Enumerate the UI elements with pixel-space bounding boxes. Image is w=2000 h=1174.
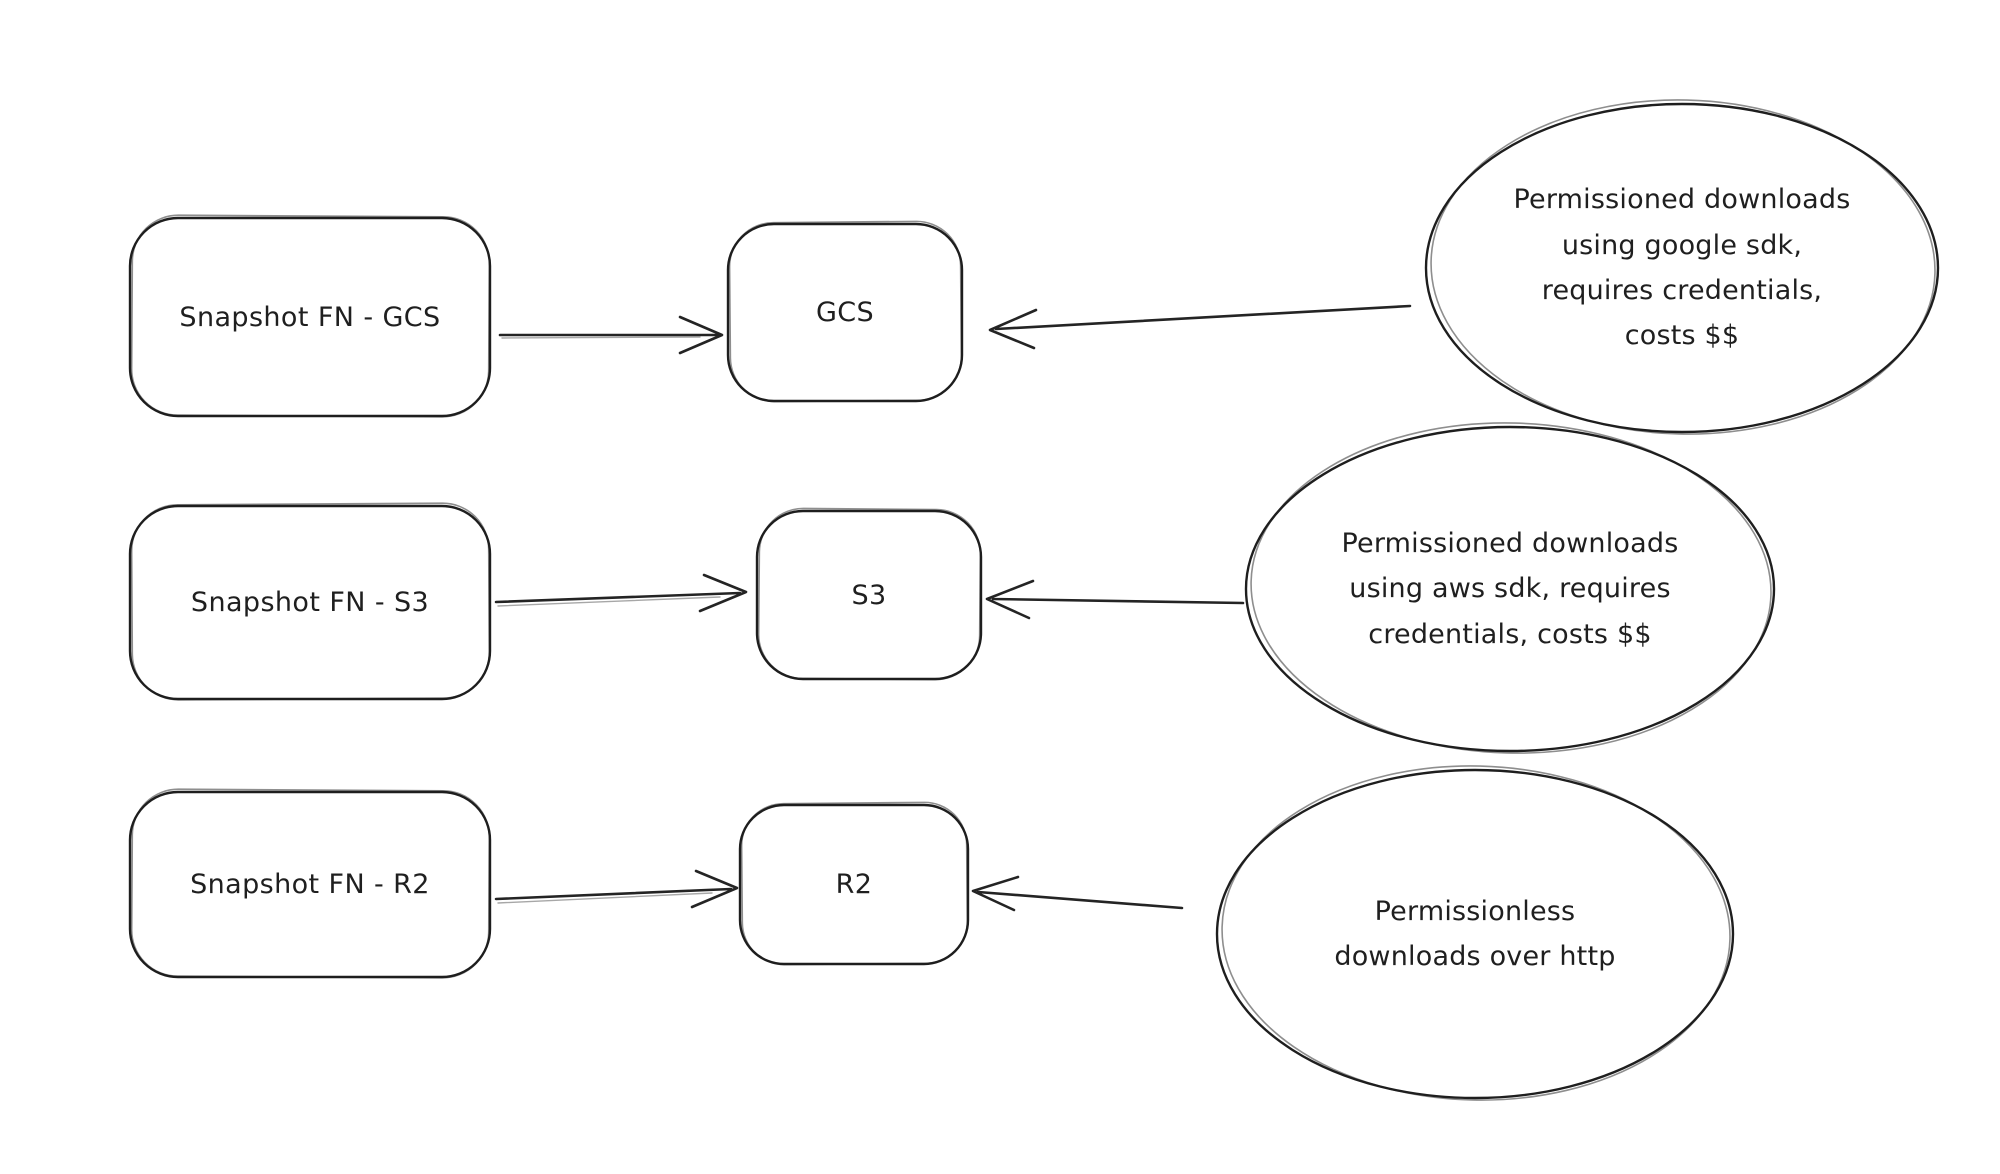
bucket-box-s3-outline-sketch	[757, 507, 982, 681]
source-box-gcs-outline-sketch	[130, 214, 491, 418]
bucket-box-r2-outline-sketch	[740, 801, 969, 966]
arrow-snapshot-r2-to-r2-path	[494, 869, 739, 909]
arrow-snapshot-gcs-to-gcs-sketch	[501, 336, 701, 339]
note-ellipse-r2-shape	[1215, 765, 1735, 1101]
note-s3-text: Permissioned downloads using aws sdk, re…	[1270, 465, 1750, 713]
note-ellipse-s3-outline-sketch	[1250, 422, 1772, 754]
source-box-s3-label: Snapshot FN - S3	[190, 587, 430, 618]
note-r2-text: Permissionless downloads over http	[1235, 810, 1715, 1058]
source-box-r2-shape	[128, 788, 492, 979]
note-ellipse-r2-outline-sketch	[1221, 765, 1731, 1101]
bucket-box-gcs-shape	[726, 220, 964, 403]
note-gcs-line-1: Permissioned downloads	[1513, 184, 1851, 216]
note-s3-line-3: credentials, costs $$	[1368, 618, 1652, 650]
source-box-s3-shape	[128, 502, 492, 701]
arrow-snapshot-r2-to-r2-sketch	[497, 892, 713, 904]
bucket-box-r2-shape	[738, 801, 970, 966]
arrow-note-r2-to-r2-path	[971, 875, 1184, 912]
note-ellipse-r2-outline	[1215, 768, 1735, 1100]
note-r2-line-1: Permissionless	[1374, 895, 1576, 927]
arrow-note-gcs-to-gcs-path	[988, 304, 1412, 350]
note-gcs-line-3: requires credentials,	[1541, 275, 1823, 306]
arrow-snapshot-gcs-to-gcs	[498, 315, 724, 355]
arrow-note-s3-to-s3	[985, 579, 1245, 620]
arrow-snapshot-r2-to-r2	[494, 869, 739, 909]
arrow-note-gcs-to-gcs	[988, 304, 1412, 350]
note-gcs-text: Permissioned downloads using google sdk,…	[1442, 144, 1922, 392]
arrow-snapshot-gcs-to-gcs-path	[498, 315, 724, 355]
note-gcs-line-4: costs $$	[1624, 320, 1740, 352]
bucket-box-s3-label: S3	[851, 579, 887, 611]
arrow-snapshot-s3-to-s3-path	[494, 573, 748, 613]
note-ellipse-s3-outline	[1244, 425, 1776, 753]
arrow-note-r2-to-r2	[971, 875, 1184, 912]
note-ellipse-gcs-shape	[1424, 99, 1940, 435]
note-s3-line-1: Permissioned downloads	[1341, 527, 1679, 559]
note-gcs-line-2: using google sdk,	[1561, 229, 1803, 261]
arrow-snapshot-s3-to-s3	[494, 573, 748, 613]
source-box-s3-outline-sketch	[130, 502, 491, 701]
bucket-box-r2-label: R2	[835, 869, 873, 900]
source-box-gcs-label: Snapshot FN - GCS	[179, 301, 441, 333]
note-ellipse-gcs-outline	[1424, 102, 1940, 434]
source-box-gcs-shape	[128, 214, 492, 418]
bucket-box-gcs-outline-sketch	[728, 220, 963, 403]
arrow-snapshot-s3-to-s3-sketch	[497, 596, 721, 607]
note-r2-line-2: downloads over http	[1334, 941, 1616, 972]
bucket-box-gcs-label: GCS	[815, 297, 875, 328]
source-box-r2-outline-sketch	[130, 788, 491, 979]
arrow-note-s3-to-s3-path	[985, 579, 1245, 620]
note-ellipse-gcs-outline-sketch	[1430, 99, 1936, 435]
bucket-box-s3-shape	[755, 507, 983, 681]
note-ellipse-s3-shape	[1244, 422, 1776, 754]
source-box-r2-label: Snapshot FN - R2	[190, 869, 430, 900]
note-s3-line-2: using aws sdk, requires	[1349, 573, 1671, 605]
